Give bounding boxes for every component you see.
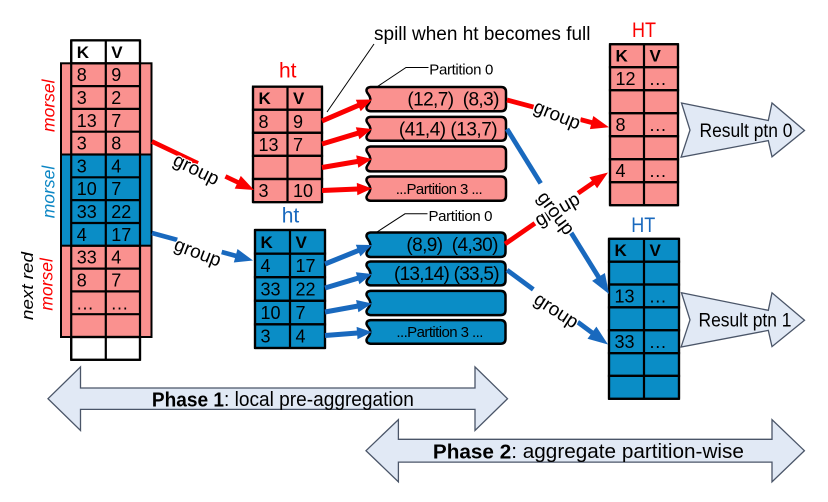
svg-text:7: 7 [296, 303, 306, 323]
svg-text:33: 33 [77, 248, 97, 268]
svg-text:7: 7 [111, 111, 121, 131]
svg-text:HT: HT [632, 19, 656, 42]
svg-text:K: K [261, 233, 274, 252]
svg-text:Result ptn 0: Result ptn 0 [700, 120, 793, 142]
svg-text:4: 4 [296, 327, 306, 347]
svg-text:7: 7 [293, 135, 303, 155]
svg-text:10: 10 [261, 303, 281, 323]
svg-text:22: 22 [111, 202, 131, 222]
svg-text:17: 17 [111, 225, 131, 245]
svg-text:8: 8 [616, 115, 626, 135]
svg-text:13: 13 [259, 135, 279, 155]
svg-text:K: K [616, 47, 629, 66]
svg-text:...: ... [650, 115, 667, 135]
svg-text:morsel: morsel [39, 165, 59, 219]
svg-text:7: 7 [111, 179, 121, 199]
svg-text:13: 13 [615, 286, 635, 306]
svg-text:V: V [650, 47, 662, 66]
svg-text:HT: HT [631, 214, 655, 237]
svg-text:9: 9 [293, 112, 303, 132]
svg-text:8: 8 [77, 271, 87, 291]
svg-text:13: 13 [77, 111, 97, 131]
svg-text:K: K [77, 43, 90, 62]
svg-text:10: 10 [77, 179, 97, 199]
svg-text:Result ptn 1: Result ptn 1 [699, 310, 792, 332]
svg-text:...: ... [650, 286, 667, 306]
svg-text:7: 7 [111, 271, 121, 291]
svg-text:3: 3 [77, 134, 87, 154]
svg-text:22: 22 [296, 280, 316, 300]
svg-text:ht: ht [282, 205, 300, 228]
svg-text:3: 3 [261, 327, 271, 347]
svg-text:3: 3 [77, 88, 87, 108]
svg-text:4: 4 [111, 156, 121, 176]
svg-text:3: 3 [259, 181, 269, 201]
svg-text:4: 4 [77, 225, 87, 245]
svg-text:2: 2 [111, 88, 121, 108]
svg-text:12: 12 [616, 69, 636, 89]
svg-text:V: V [293, 89, 305, 108]
svg-text:4: 4 [616, 161, 626, 181]
svg-text:...: ... [77, 293, 94, 313]
svg-text:Phase 1: local pre-aggregation: Phase 1: local pre-aggregation [152, 388, 414, 411]
svg-text:Phase 2: aggregate partition-w: Phase 2: aggregate partition-wise [433, 440, 744, 463]
svg-text:V: V [650, 241, 662, 260]
svg-text:4: 4 [111, 248, 121, 268]
svg-text:17: 17 [296, 256, 316, 276]
svg-text:spill when ht becomes full: spill when ht becomes full [374, 24, 591, 45]
svg-text:33: 33 [615, 332, 635, 352]
svg-text:(8,9) (4,30): (8,9) (4,30) [406, 235, 498, 256]
svg-text:(12,7) (8,3): (12,7) (8,3) [407, 90, 499, 111]
svg-text:33: 33 [261, 280, 281, 300]
svg-text:next red: next red [18, 251, 37, 320]
svg-text:morsel: morsel [37, 257, 57, 311]
svg-text:(41,4) (13,7): (41,4) (13,7) [399, 119, 498, 140]
svg-text:K: K [615, 241, 628, 260]
svg-text:...Partition 3 ...: ...Partition 3 ... [396, 181, 483, 198]
svg-text:...: ... [650, 332, 667, 352]
svg-text:8: 8 [111, 134, 121, 154]
svg-text:8: 8 [259, 112, 269, 132]
svg-text:4: 4 [261, 256, 271, 276]
svg-text:...: ... [650, 161, 667, 181]
svg-text:morsel: morsel [39, 78, 59, 132]
svg-text:33: 33 [77, 202, 97, 222]
svg-text:9: 9 [111, 65, 121, 85]
svg-text:(13,14) (33,5): (13,14) (33,5) [394, 264, 500, 285]
svg-text:V: V [111, 43, 123, 62]
svg-text:3: 3 [77, 156, 87, 176]
svg-text:Partition 0: Partition 0 [429, 208, 493, 225]
svg-text:K: K [259, 89, 272, 108]
svg-text:Partition 0: Partition 0 [429, 62, 493, 79]
svg-text:8: 8 [77, 65, 87, 85]
svg-text:...: ... [650, 69, 667, 89]
svg-text:V: V [296, 233, 308, 252]
svg-text:...Partition 3 ...: ...Partition 3 ... [396, 324, 483, 341]
svg-text:10: 10 [293, 181, 313, 201]
svg-text:ht: ht [279, 60, 297, 83]
svg-text:...: ... [111, 293, 128, 313]
